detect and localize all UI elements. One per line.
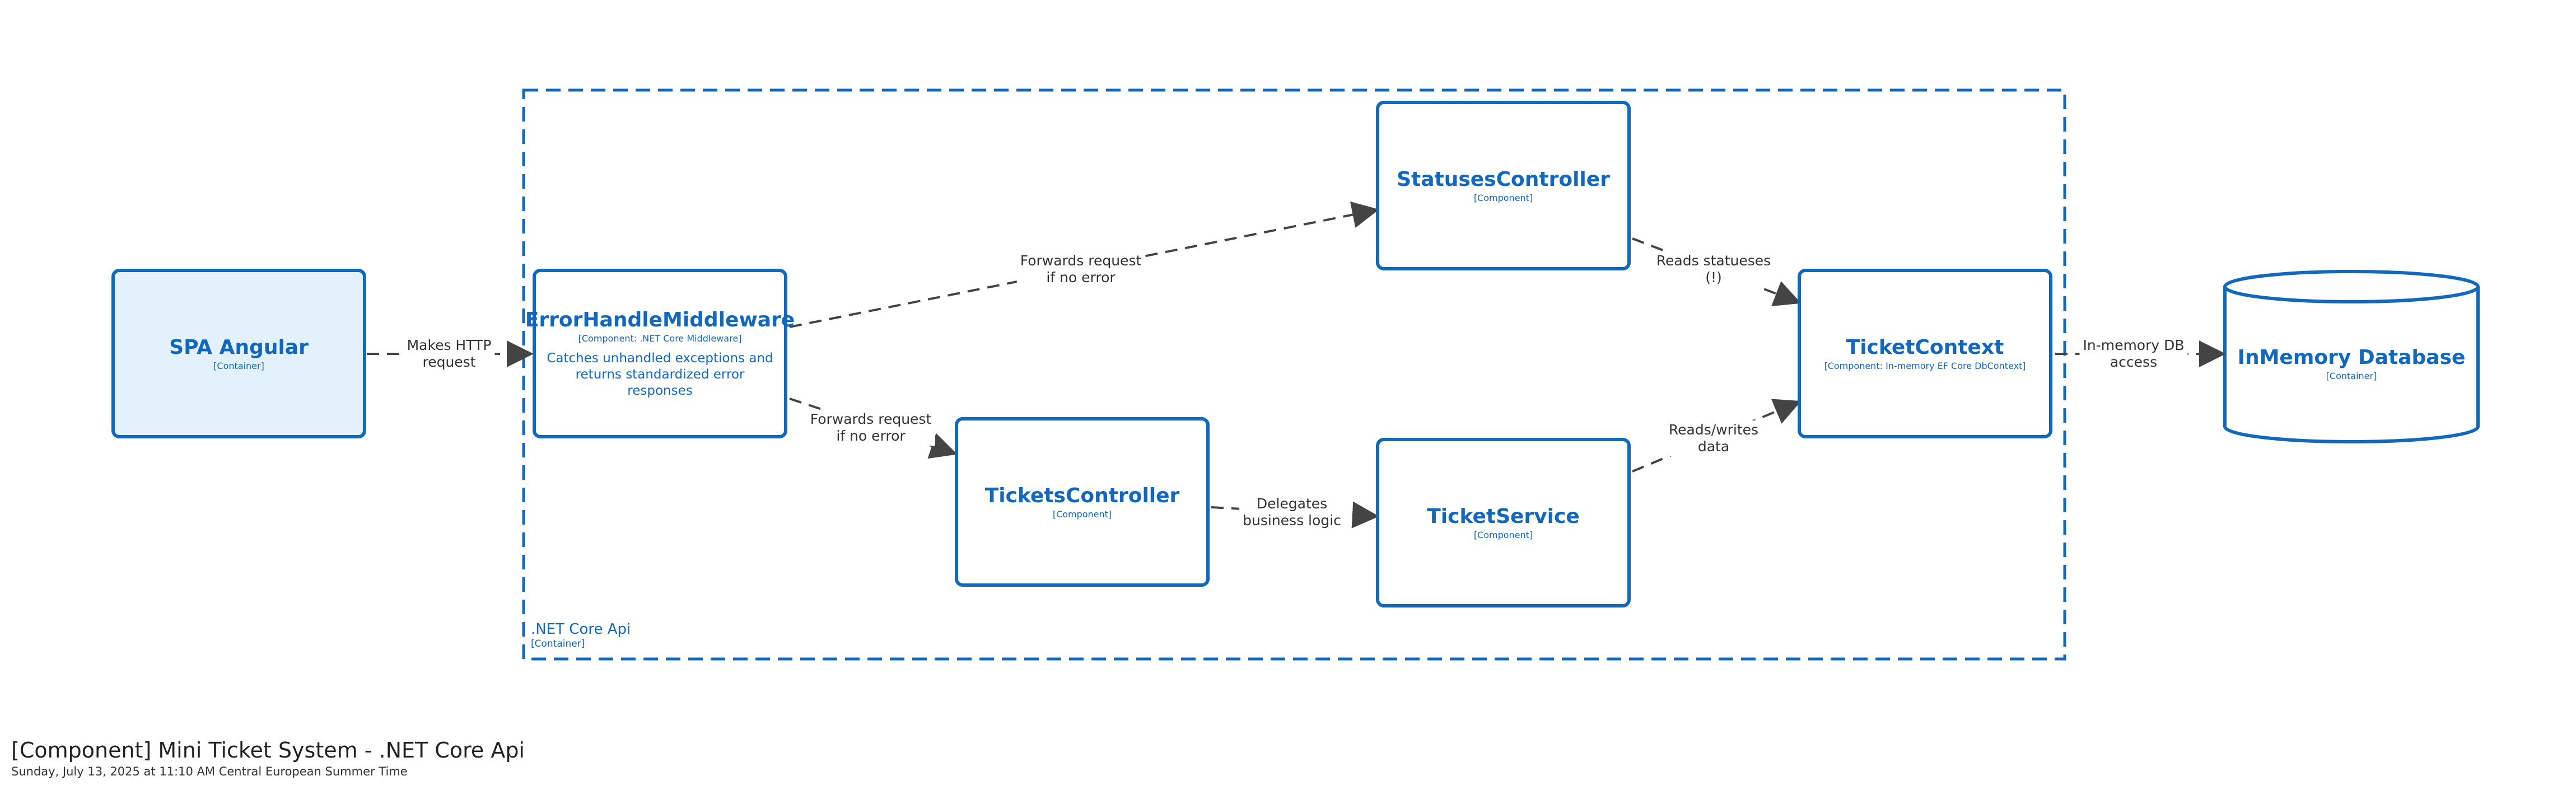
node-tickets-controller[interactable]: TicketsController [Component] <box>955 417 1210 587</box>
node-inmemory-database[interactable]: InMemory Database [Container] <box>2225 314 2478 414</box>
boundary-label: .NET Core Api [Container] <box>531 620 631 649</box>
node-error-handle-middleware[interactable]: ErrorHandleMiddleware [Component: .NET C… <box>525 269 795 438</box>
node-statuses-controller-name: StatusesController <box>1397 167 1610 191</box>
node-ticket-service-type: [Component] <box>1473 529 1533 540</box>
node-middleware-description: Catches unhandled exceptions and returns… <box>547 351 773 398</box>
node-ticket-service-name: TicketService <box>1427 504 1580 528</box>
edge-label-middleware-to-tickets: Forwards request if no error <box>806 410 935 446</box>
node-spa-angular-name: SPA Angular <box>169 335 309 359</box>
api-boundary <box>522 88 2066 661</box>
node-spa-angular[interactable]: SPA Angular [Container] <box>111 269 366 438</box>
edge-label-service-to-context: Reads/writes data <box>1665 420 1762 456</box>
boundary-name: .NET Core Api <box>531 621 631 638</box>
node-statuses-controller-type: [Component] <box>1473 192 1533 203</box>
edge-label-spa-to-middleware: Makes HTTP request <box>403 336 495 372</box>
diagram-timestamp: Sunday, July 13, 2025 at 11:10 AM Centra… <box>11 765 408 778</box>
diagram-title: [Component] Mini Ticket System - .NET Co… <box>11 738 525 763</box>
edge-label-tickets-to-service: Delegates business logic <box>1239 494 1345 530</box>
node-tickets-controller-type: [Component] <box>1052 508 1112 520</box>
database-cylinder <box>2223 270 2480 443</box>
node-ticket-service[interactable]: TicketService [Component] <box>1376 438 1631 607</box>
edge-label-statuses-to-context: Reads statueses (!) <box>1653 251 1775 287</box>
node-database-type: [Container] <box>2326 371 2377 381</box>
node-ticket-context-name: TicketContext <box>1846 335 2004 359</box>
edge-label-context-to-database: In-memory DB access <box>2079 336 2188 372</box>
node-middleware-type: [Component: .NET Core Middleware] <box>578 333 742 344</box>
edge-label-middleware-to-statuses: Forwards request if no error <box>1016 251 1145 287</box>
node-tickets-controller-name: TicketsController <box>984 484 1180 507</box>
node-ticket-context[interactable]: TicketContext [Component: In-memory EF C… <box>1798 269 2052 438</box>
node-middleware-name: ErrorHandleMiddleware <box>525 308 795 331</box>
node-statuses-controller[interactable]: StatusesController [Component] <box>1376 101 1631 270</box>
node-spa-angular-type: [Container] <box>213 360 264 371</box>
boundary-type: [Container] <box>531 638 585 649</box>
diagram-footer: [Component] Mini Ticket System - .NET Co… <box>11 737 525 779</box>
node-database-name: InMemory Database <box>2237 346 2466 369</box>
node-ticket-context-type: [Component: In-memory EF Core DbContext] <box>1824 360 2026 371</box>
